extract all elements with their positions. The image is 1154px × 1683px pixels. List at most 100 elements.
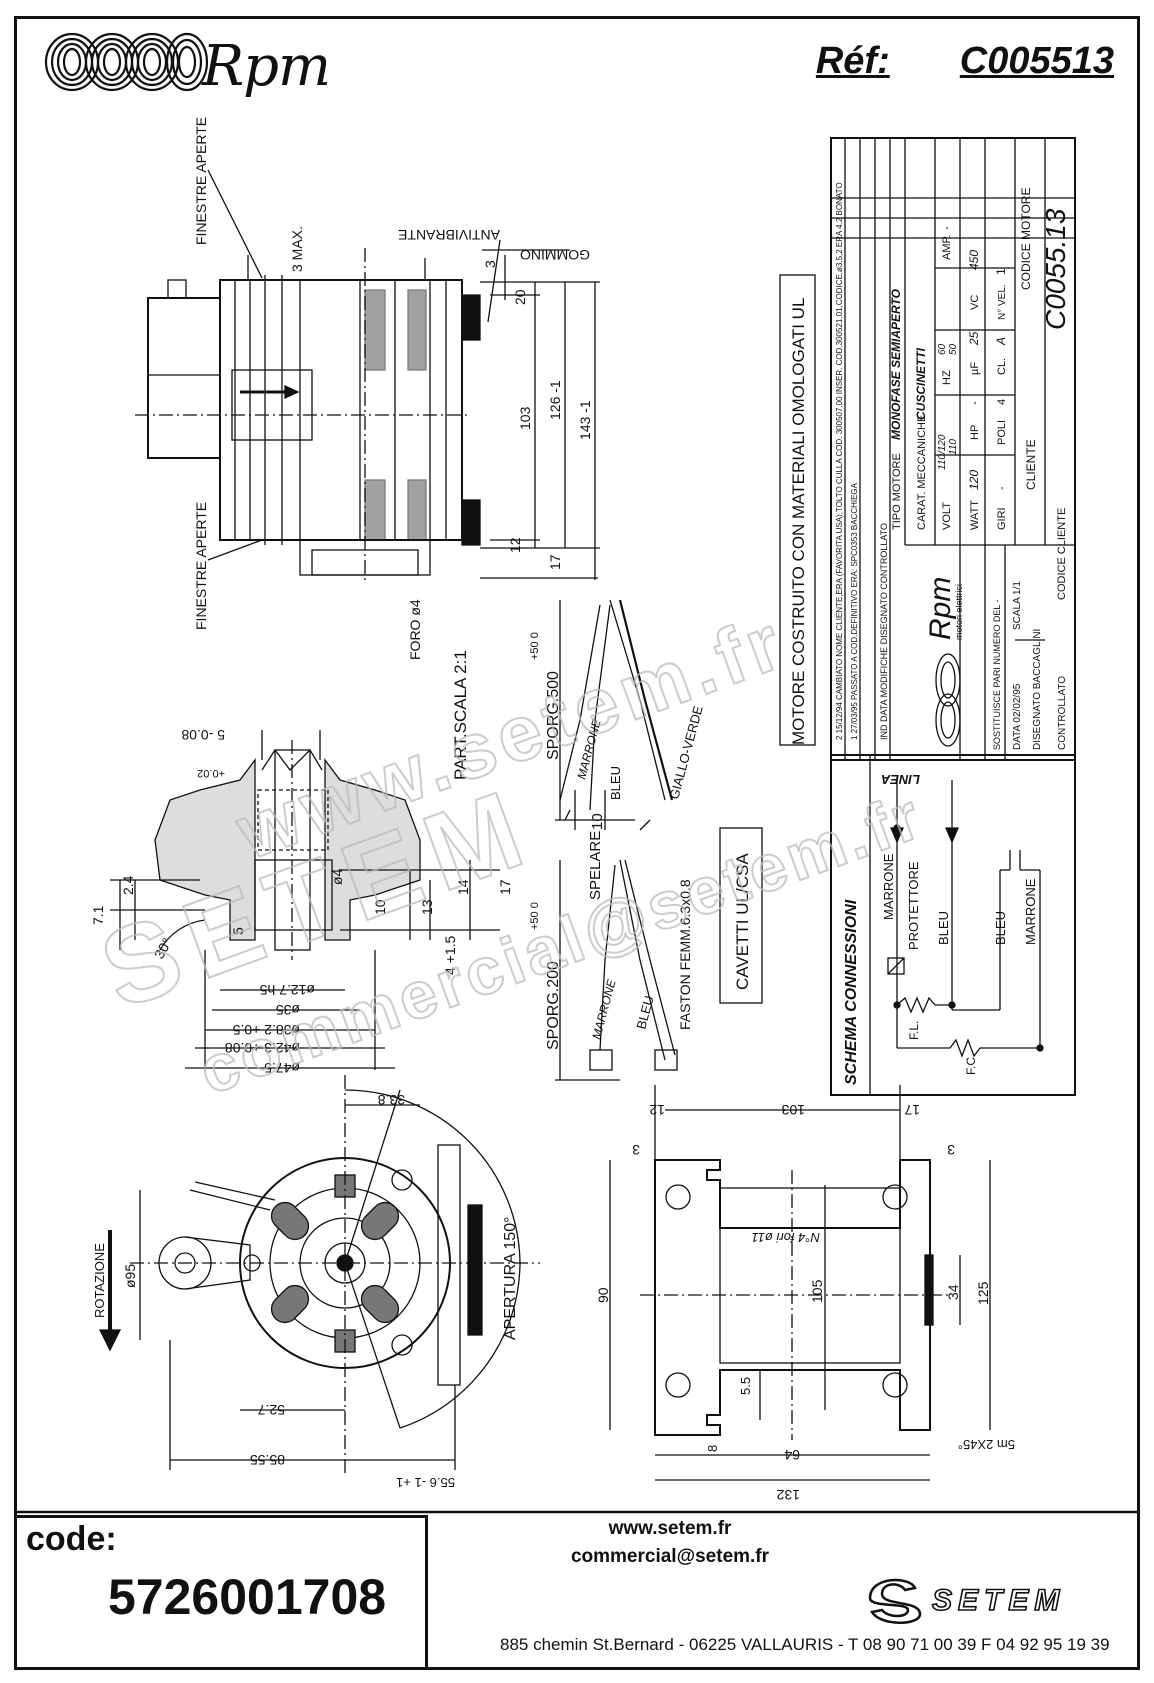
title-block bbox=[779, 137, 1076, 761]
carat-value: CUSCINETTI bbox=[914, 347, 928, 420]
label-vc: VC bbox=[969, 295, 981, 310]
label-apertura: APERTURA 150° bbox=[502, 1217, 519, 1341]
volt-value-2: 110 bbox=[948, 439, 959, 455]
label-data: DATA 02/02/95 bbox=[1012, 683, 1023, 750]
label-antivibrante: ANTIVIBRANTE bbox=[398, 227, 500, 243]
dim-o382: ø38.2 +0.5 bbox=[232, 1022, 300, 1038]
label-poli: POLI bbox=[996, 420, 1008, 445]
label-foro: FORO ø4 bbox=[407, 599, 423, 660]
dim-20: 20 bbox=[512, 289, 528, 305]
plate-dim-17: 17 bbox=[904, 1102, 920, 1118]
plate-dim-132: 132 bbox=[776, 1487, 800, 1503]
front-view bbox=[98, 1075, 540, 1475]
label-max: 3 MAX. bbox=[289, 226, 305, 272]
footer-address: 885 chemin St.Bernard - 06225 VALLAURIS … bbox=[500, 1635, 1110, 1654]
rev-row-2: 2 15/12/94 CAMBIATO NOME CLIENTE,ERA (FA… bbox=[835, 182, 844, 740]
label-hp: HP bbox=[969, 425, 981, 440]
dim-71: 7.1 bbox=[90, 905, 106, 925]
label-sporg-500: SPORG.500 bbox=[545, 671, 562, 760]
label-uf: µF bbox=[969, 362, 981, 375]
label-protettore: PROTETTORE bbox=[906, 861, 921, 950]
label-controllato: CONTROLLATO bbox=[1057, 676, 1068, 750]
motori-elettrici: motori elettrici bbox=[954, 584, 964, 640]
label-bleu-schema: BLEU bbox=[936, 911, 951, 945]
label-marrone-schema: MARRONE bbox=[881, 853, 896, 920]
rpm-coil-icon bbox=[44, 32, 209, 92]
dim-5-008: 5 -0.08 bbox=[181, 727, 225, 743]
cables bbox=[555, 599, 763, 1081]
ref-value: C005513 bbox=[959, 40, 1114, 82]
label-marrone-cable2: MARRONE bbox=[589, 977, 619, 1041]
setem-logo: SETEM bbox=[868, 1578, 1060, 1624]
label-gommino: GOMMINO bbox=[520, 247, 590, 263]
dim-14: 14 bbox=[455, 879, 471, 895]
code-box bbox=[14, 1515, 428, 1670]
ul-note: MOTORE COSTRUITO CON MATERIALI OMOLOGATI… bbox=[789, 298, 808, 745]
giri-value: - bbox=[996, 486, 1008, 490]
label-spelare-val: 10 bbox=[589, 813, 606, 830]
code-label: code: bbox=[26, 1520, 117, 1558]
rpm-logo: Rpm bbox=[42, 22, 372, 102]
poli-value: 4 bbox=[996, 399, 1008, 405]
dim-103: 103 bbox=[517, 406, 533, 430]
hz-value-2: 50 bbox=[948, 343, 959, 355]
label-rotazione: ROTAZIONE bbox=[92, 1243, 107, 1318]
label-carat: CARAT. MECCANICHE bbox=[916, 415, 928, 530]
label-nvel: N° VEL. bbox=[997, 284, 1008, 320]
label-bleu-schema2: BLEU bbox=[993, 911, 1008, 945]
dim-338: 33.8 bbox=[378, 1092, 405, 1108]
footer-contact: www.setem.fr commercial@setem.fr bbox=[0, 1518, 1154, 1568]
mounting-plate bbox=[609, 1085, 991, 1481]
label-volt: VOLT bbox=[941, 502, 953, 530]
hz-value: 60 bbox=[937, 343, 948, 355]
brand-name: Rpm bbox=[202, 34, 331, 99]
dim-12: 12 bbox=[507, 537, 523, 553]
label-finestre-bottom: FINESTRE APERTE bbox=[193, 502, 209, 630]
codice-motore-value: C0055.13 bbox=[1040, 208, 1071, 330]
label-faston: FASTON FEMM.6.3x0.8 bbox=[677, 879, 693, 1030]
hp-value: - bbox=[969, 401, 981, 405]
plate-holes: N°4 fori ø11 bbox=[751, 1230, 820, 1245]
label-sostituisce: SOSTITUISCE PARI NUMERO DEL - bbox=[992, 599, 1002, 750]
rev-header: IND DATA MODIFICHE DISEGNATO CONTROLLATO bbox=[879, 523, 889, 740]
dim-8555: 85.55 bbox=[250, 1452, 285, 1468]
label-cliente: CLIENTE bbox=[1024, 439, 1038, 490]
dim-4: 4 +1.5 bbox=[442, 935, 458, 975]
dim-10: 10 bbox=[372, 899, 388, 915]
label-sporg-200: SPORG.200 bbox=[545, 961, 562, 1050]
rpm-small-logo: Rpm bbox=[924, 577, 957, 640]
dim-o35: ø35 bbox=[276, 1002, 300, 1018]
schema-title: SCHEMA CONNESSIONI bbox=[843, 899, 860, 1085]
label-tipo-motore: TIPO MOTORE bbox=[891, 453, 903, 530]
plate-dim-3b: 3 bbox=[947, 1142, 955, 1158]
dim-126: 126 -1 bbox=[547, 380, 563, 420]
footer-website[interactable]: www.setem.fr bbox=[608, 1518, 732, 1539]
detail-title: PART.SCALA 2:1 bbox=[451, 650, 470, 780]
cl-value: A bbox=[994, 337, 1008, 346]
dim-o95: ø95 bbox=[122, 1264, 138, 1288]
nvel-value: 1 bbox=[994, 268, 1008, 275]
plate-dim-8: 8 bbox=[705, 1445, 720, 1452]
dim-o475: ø47.5 bbox=[264, 1060, 300, 1076]
ref-label: Réf: bbox=[815, 40, 890, 82]
dim-o4: ø4 bbox=[329, 868, 345, 885]
dim-17b: 17 bbox=[497, 879, 513, 895]
label-giri: GIRI bbox=[996, 507, 1008, 530]
plate-chamfer: 5m 2X45° bbox=[958, 1437, 1015, 1452]
plate-dim-34: 34 bbox=[945, 1284, 961, 1300]
vc-value: 450 bbox=[967, 250, 981, 270]
footer-email[interactable]: commercial@setem.fr bbox=[570, 1546, 770, 1567]
reference: Réf: C005513 bbox=[816, 40, 1114, 83]
label-linea: LINEA bbox=[881, 772, 920, 787]
dim-24: 2.4 bbox=[120, 875, 136, 895]
uf-value: 25 bbox=[967, 331, 981, 346]
label-fc: F.C. bbox=[964, 1054, 978, 1075]
label-marrone-schema2: MARRONE bbox=[1023, 878, 1038, 945]
label-bleu-cable: BLEU bbox=[608, 766, 623, 800]
volt-value: 110/120 bbox=[937, 434, 948, 470]
label-amp: AMP. bbox=[941, 235, 953, 260]
dim-143: 143 -1 bbox=[577, 400, 593, 440]
plate-dim-103: 103 bbox=[781, 1102, 805, 1118]
dim-17: 17 bbox=[547, 554, 563, 570]
